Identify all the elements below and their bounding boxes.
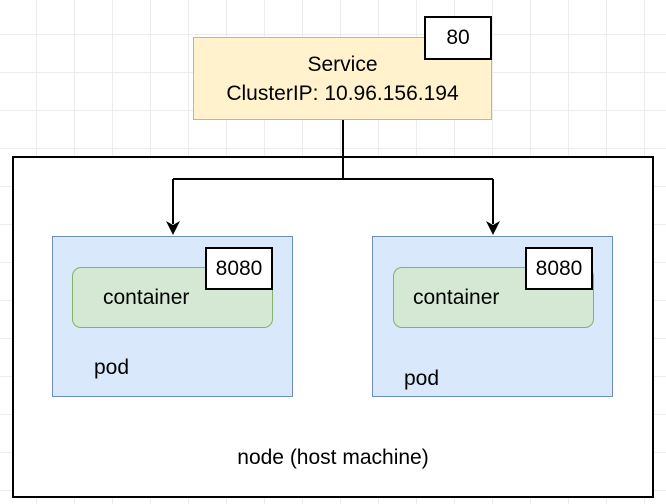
pod-label-2: pod xyxy=(404,367,440,390)
container-port-badge-2: 8080 xyxy=(525,247,593,290)
arrowhead-pod-1-icon xyxy=(166,221,180,235)
pod-label-1: pod xyxy=(94,356,130,379)
service-title: Service xyxy=(307,53,378,76)
container-box-2[interactable] xyxy=(393,267,594,328)
node-label: node (host machine) xyxy=(237,446,429,469)
service-text: Service ClusterIP: 10.96.156.194 xyxy=(193,50,492,108)
container-label-1: container xyxy=(103,286,190,309)
service-cluster-ip: ClusterIP: 10.96.156.194 xyxy=(226,82,459,105)
arrowhead-pod-2-icon xyxy=(486,221,500,235)
container-port-badge-1: 8080 xyxy=(205,247,273,290)
container-label-2: container xyxy=(413,286,500,309)
service-port-badge: 80 xyxy=(424,16,492,60)
